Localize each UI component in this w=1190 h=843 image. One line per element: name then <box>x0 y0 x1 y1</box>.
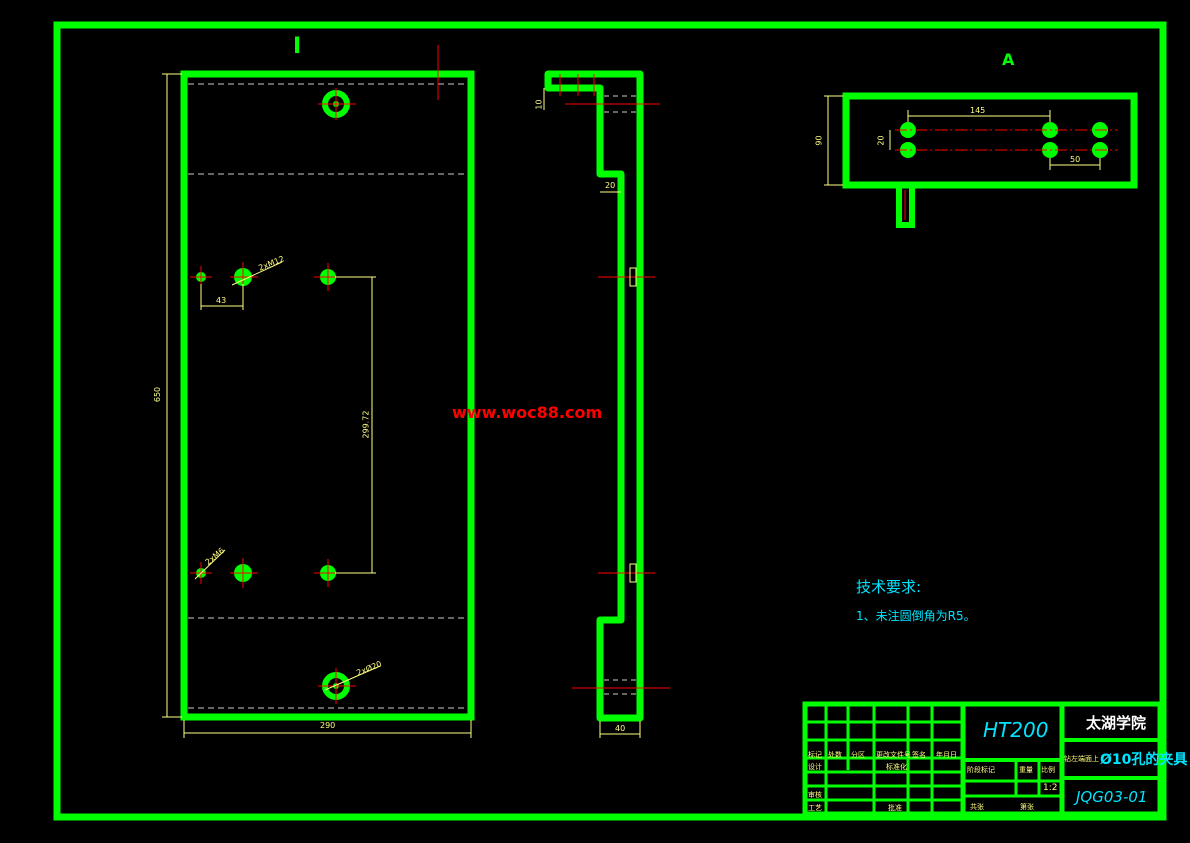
label-process: 工艺 <box>808 804 822 812</box>
front-view <box>162 45 475 738</box>
top-tab <box>896 185 915 228</box>
dim-hole-offset: 43 <box>216 296 227 305</box>
tech-requirements-heading: 技术要求: <box>856 578 922 596</box>
dim-side-step: 20 <box>605 181 616 190</box>
hdr-count: 处数 <box>828 751 842 759</box>
top-view <box>824 92 1138 228</box>
watermark: www.woc88.com <box>452 403 603 422</box>
hdr-sign: 签名 <box>912 751 926 759</box>
label-ratio: 比例 <box>1041 766 1055 774</box>
view-label-top: A <box>1002 50 1015 69</box>
title-block <box>802 701 1163 817</box>
hdr-marks: 标记 <box>808 751 822 759</box>
label-review: 审核 <box>808 791 822 799</box>
dim-top-depth: 90 <box>814 135 824 146</box>
dim-side-thickness: 40 <box>615 724 626 733</box>
hdr-date: 年月日 <box>936 751 957 759</box>
dim-hole-spacing: 299.72 <box>361 410 371 439</box>
title-drawing-number: JQG03-01 <box>1076 788 1148 806</box>
hdr-change: 更改文件号 <box>876 751 911 759</box>
label-sheets-total: 共张 <box>970 803 984 811</box>
dim-top-pair-gap: 20 <box>876 135 886 146</box>
dim-plate-width: 290 <box>320 721 336 730</box>
title-part-name: Ø10孔的夹具 <box>1100 752 1188 768</box>
title-school: 太湖学院 <box>1086 714 1147 732</box>
dim-top-pitch: 50 <box>1070 155 1081 164</box>
dim-top-spacing: 145 <box>970 106 986 115</box>
label-weight: 重量 <box>1019 766 1033 774</box>
label-designer: 设计 <box>808 763 822 771</box>
hdr-zone: 分区 <box>851 751 865 759</box>
label-stage-mark: 阶段标记 <box>967 766 995 774</box>
label-standardize: 标准化 <box>886 763 907 771</box>
side-view <box>543 70 670 738</box>
label-sheet-no: 第张 <box>1020 803 1034 811</box>
view-label-front: I <box>293 34 302 59</box>
title-material: HT200 <box>983 718 1049 742</box>
dim-overall-height: 650 <box>153 386 163 403</box>
label-approve: 批准 <box>888 804 902 812</box>
tech-requirements-item: 1、未注圆倒角为R5。 <box>856 609 976 623</box>
title-scale: 1:2 <box>1043 783 1058 793</box>
title-part-prefix: 钻左端面上 <box>1064 755 1099 763</box>
side-profile <box>544 70 644 722</box>
drawing-border <box>53 21 1167 821</box>
dim-side-top: 10 <box>534 99 544 110</box>
front-plate-outline <box>180 70 475 721</box>
top-plate-outline <box>842 92 1138 189</box>
